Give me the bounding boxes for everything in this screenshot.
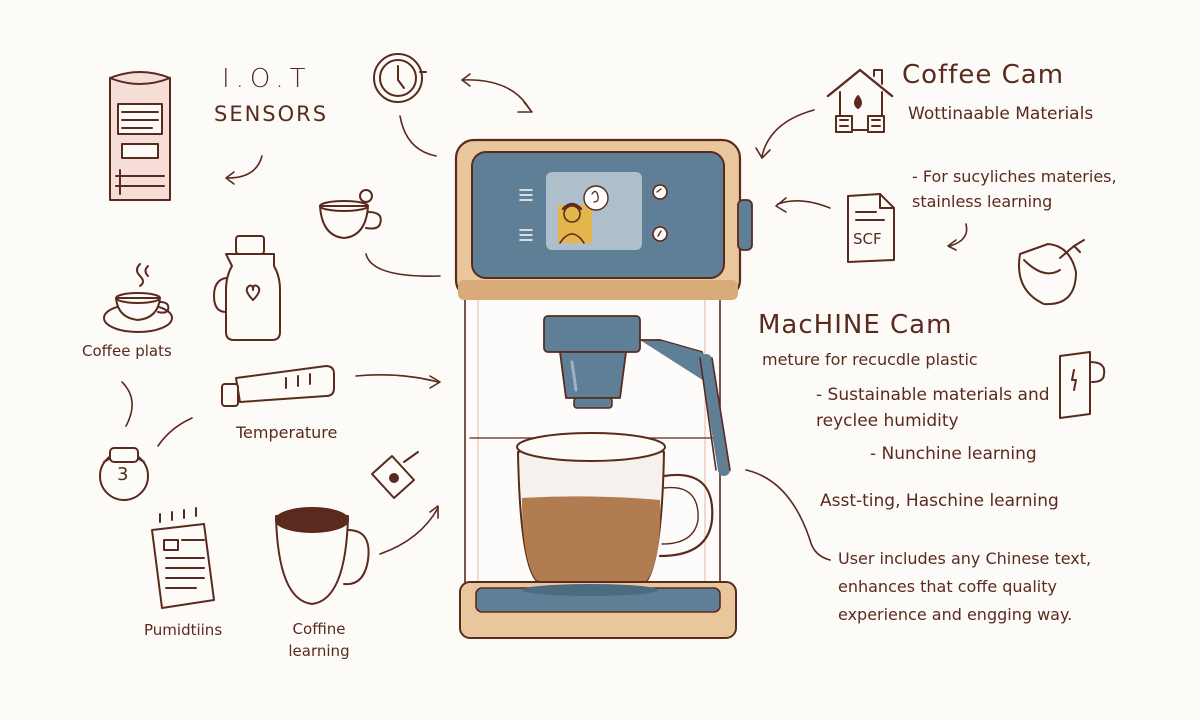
document-icon [847, 193, 895, 263]
coffee-mug-icon [275, 507, 370, 605]
cup-with-steam-icon [319, 189, 382, 239]
bean-tag-icon [371, 451, 419, 499]
temperature-label: Temperature [236, 423, 338, 442]
right-connectors [745, 109, 968, 561]
clock-icon [373, 53, 427, 103]
left-connectors [121, 73, 533, 555]
user-line: User includes any Chinese text, enhances… [838, 549, 1092, 624]
kettle-icon [1018, 239, 1085, 306]
meture-line: meture for recucdle plastic [762, 350, 978, 369]
nunchine-line: - Nunchine learning [870, 444, 1037, 464]
counter-pot-icon [99, 447, 149, 501]
heart-bottle-icon [213, 235, 281, 341]
coffee-plate-icon [103, 263, 173, 333]
counter-badge-number: 3 [117, 464, 129, 485]
coffine-learning-label: Coffine learning [288, 620, 350, 660]
coffee-cam-title: Coffee Cam [902, 60, 1065, 90]
asst-line: Asst-ting, Haschine learning [820, 491, 1059, 511]
pumidtiins-label: Pumidtiins [144, 621, 223, 639]
coffee-plats-label: Coffee plats [82, 342, 172, 360]
for-sucyliches-line: - For sucyliches materies, stainless lea… [912, 167, 1117, 211]
thermometer-icon [221, 365, 335, 407]
avatar-screen-icon [558, 185, 609, 244]
house-drop-icon [826, 68, 894, 133]
iot-title: I.O.T [222, 64, 312, 94]
machine-cam-title: MacHINE Cam [758, 310, 953, 340]
sensors-title: SENSORS [214, 102, 329, 126]
coffee-machine [454, 138, 753, 639]
notepad-icon [151, 507, 215, 609]
scf-doc-label: SCF [853, 230, 882, 248]
wottinaable-line: Wottinaable Materials [908, 104, 1094, 124]
sensor-device-icon [109, 71, 171, 201]
glass-jug-icon [1059, 351, 1106, 419]
sustainable-line: - Sustainable materials and reyclee humi… [816, 385, 1050, 431]
